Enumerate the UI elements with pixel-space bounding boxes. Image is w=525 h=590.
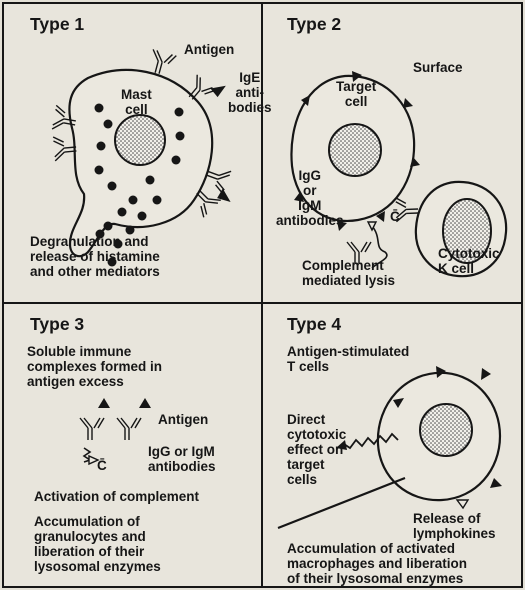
surface-label: Surface [413, 60, 463, 75]
soluble-complexes-label: Soluble immune complexes formed in antig… [27, 344, 162, 389]
target-cell-label: Target cell [336, 79, 376, 109]
release-lymphokines-label: Release of lymphokines [413, 511, 496, 541]
direct-cytotoxic-label: Direct cytotoxic effect on target cells [287, 412, 346, 487]
type3-title: Type 3 [30, 314, 84, 334]
mast-cell-label: Mast cell [121, 87, 152, 117]
antigen-stimulated-label: Antigen-stimulated T cells [287, 344, 409, 374]
activation-of-complement-label: Activation of complement [34, 489, 199, 504]
type3-antigen-label: Antigen [158, 412, 208, 427]
type4-caption: Accumulation of activated macrophages an… [287, 541, 467, 586]
type1-title: Type 1 [30, 14, 84, 34]
ige-antibodies-label: IgE anti- bodies [228, 70, 272, 115]
type1-caption: Degranulation and release of histamine a… [30, 234, 160, 279]
type3-complement-symbol: C̄ [97, 458, 107, 473]
type3-caption: Accumulation of granulocytes and liberat… [34, 514, 161, 574]
type4-title: Type 4 [287, 314, 341, 334]
cytotoxic-k-cell-label: Cytotoxic K cell [438, 246, 500, 276]
complement-symbol: C̄ [390, 209, 400, 224]
type2-caption: Complement mediated lysis [302, 258, 395, 288]
type1-antigen-label: Antigen [184, 42, 234, 57]
type2-title: Type 2 [287, 14, 341, 34]
type3-igg-igm-label: IgG or IgM antibodies [148, 444, 216, 474]
igg-igm-label: IgG or IgM antibodies [276, 168, 344, 228]
